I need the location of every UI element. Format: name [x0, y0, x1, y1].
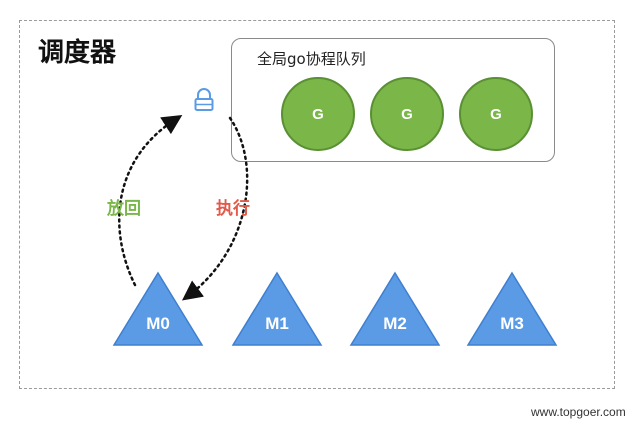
execute-arrow: [181, 116, 249, 301]
goroutine-2: G: [370, 77, 444, 151]
scheduler-frame: [19, 20, 615, 389]
machine-label: M0: [146, 314, 170, 333]
goroutine-3: G: [459, 77, 533, 151]
global-queue-label: 全局go协程队列: [257, 50, 366, 68]
return-arrow: [118, 114, 183, 287]
machine-label: M1: [265, 314, 289, 333]
goroutine-label: G: [401, 105, 413, 123]
watermark: www.topgoer.com: [531, 405, 626, 419]
machine-m2: M2: [349, 271, 441, 347]
triangle-shape: [349, 271, 441, 346]
goroutine-label: G: [490, 105, 502, 123]
return-label: 放回: [107, 199, 141, 219]
triangle-shape: [466, 271, 558, 346]
machine-m3: M3: [466, 271, 558, 347]
scheduler-title: 调度器: [38, 38, 117, 68]
execute-label: 执行: [216, 199, 250, 219]
machine-m0: M0: [112, 271, 204, 347]
machine-m1: M1: [231, 271, 323, 347]
goroutine-label: G: [312, 105, 324, 123]
lock-icon: [194, 88, 214, 111]
triangle-shape: [112, 271, 204, 346]
triangle-shape: [231, 271, 323, 346]
machine-label: M3: [500, 314, 524, 333]
machine-label: M2: [383, 314, 407, 333]
goroutine-1: G: [281, 77, 355, 151]
